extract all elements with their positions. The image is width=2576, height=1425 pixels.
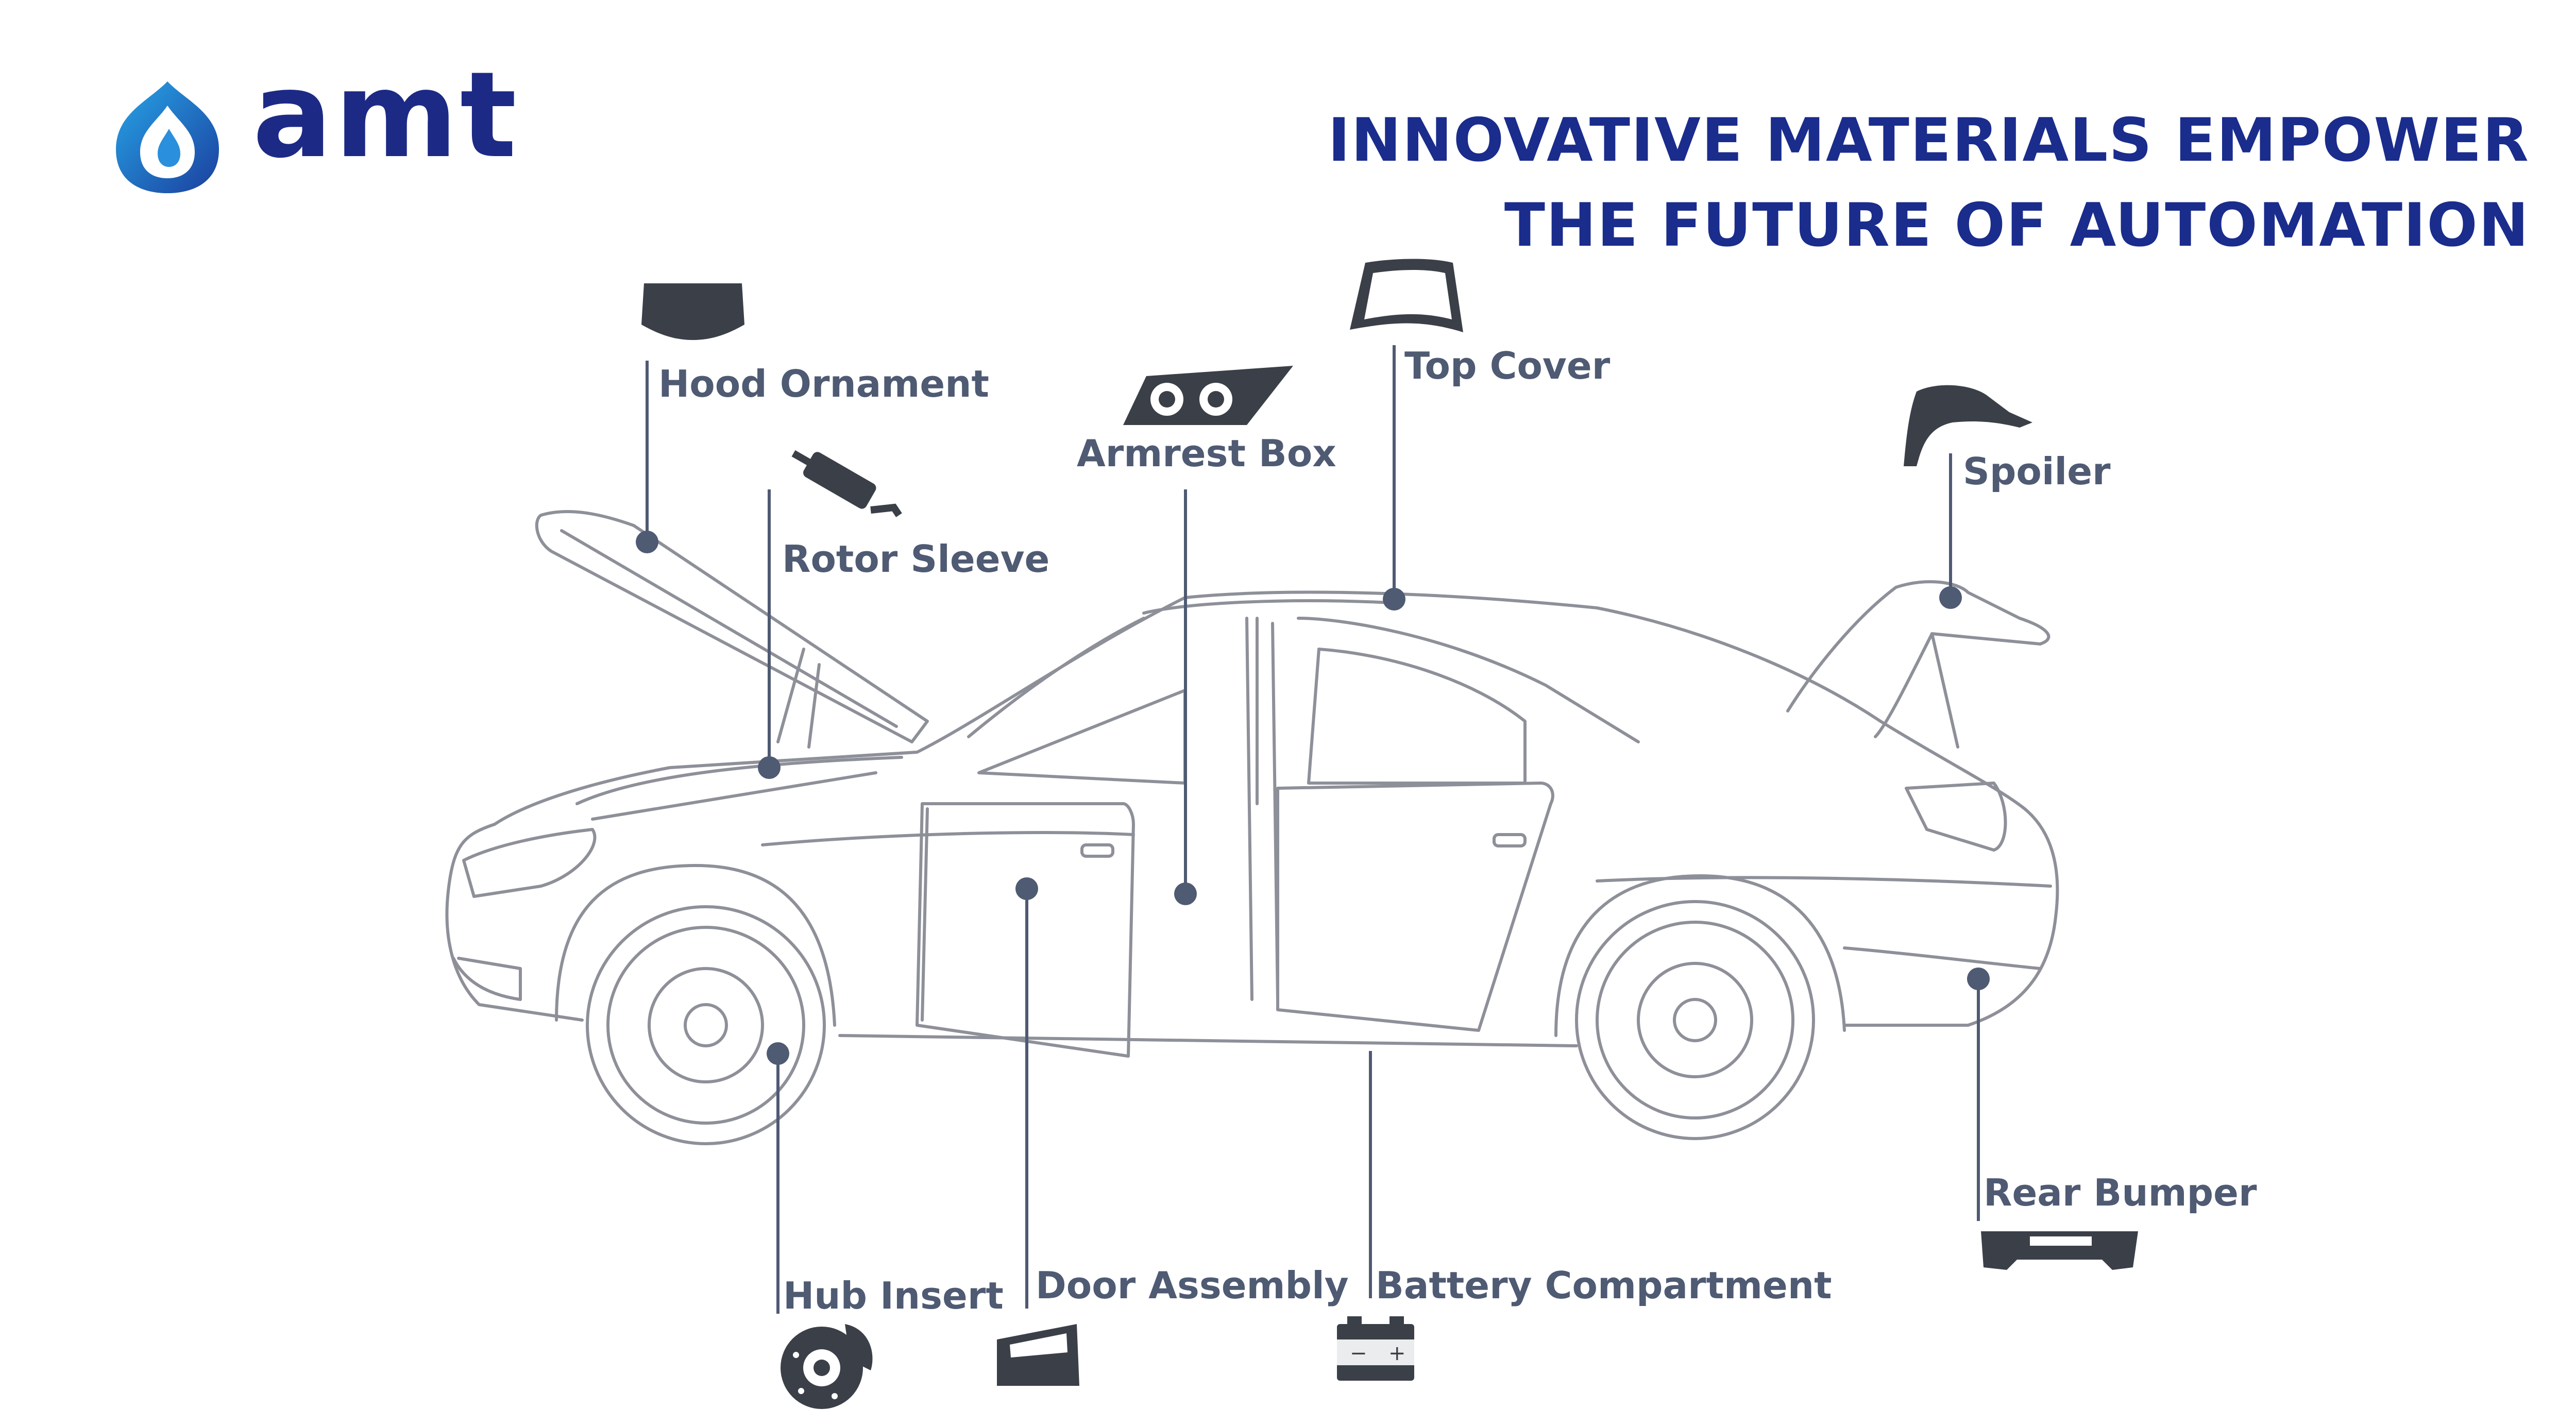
windshield-icon [1350, 259, 1463, 332]
headlight-housing-icon [1123, 366, 1293, 425]
label-hub-insert: Hub Insert [783, 1274, 1004, 1317]
svg-text:−: − [1350, 1342, 1367, 1365]
svg-text:+: + [1388, 1342, 1406, 1365]
label-armrest-box: Armrest Box [1077, 432, 1336, 475]
callout-dot-armrest-box [1174, 883, 1197, 905]
battery-icon: − + [1337, 1316, 1414, 1381]
callout-dots [636, 531, 1990, 1065]
label-top-cover: Top Cover [1404, 344, 1611, 387]
water-drop-logo-icon [116, 81, 219, 193]
callout-dot-hub-insert [767, 1042, 789, 1065]
label-spoiler: Spoiler [1963, 450, 2111, 493]
headline: INNOVATIVE MATERIALS EMPOWER THE FUTURE … [1328, 98, 2530, 268]
label-battery-compartment: Battery Compartment [1376, 1264, 1832, 1307]
headline-line-2: THE FUTURE OF AUTOMATION [1504, 191, 2530, 260]
callout-dot-rear-bumper [1967, 968, 1990, 990]
brand-logo: amt [108, 57, 517, 196]
car-illustration [445, 510, 2059, 1145]
label-hood-ornament: Hood Ornament [658, 362, 989, 405]
door-icon [997, 1324, 1079, 1386]
callout-lines [646, 345, 1980, 1314]
label-rear-bumper: Rear Bumper [1984, 1171, 2257, 1214]
brake-disc-icon [781, 1324, 873, 1409]
muffler-icon [791, 450, 902, 517]
headline-line-1: INNOVATIVE MATERIALS EMPOWER [1328, 106, 2530, 175]
label-rotor-sleeve: Rotor Sleeve [782, 537, 1049, 581]
label-door-assembly: Door Assembly [1036, 1264, 1349, 1307]
callout-dot-spoiler [1939, 586, 1962, 609]
callout-dot-hood-ornament [636, 531, 658, 553]
callout-dot-door-assembly [1015, 877, 1038, 900]
fender-icon [1904, 385, 2032, 466]
callout-dot-rotor-sleeve [758, 756, 781, 779]
brand-name: amt [252, 47, 519, 184]
hood-icon [641, 283, 744, 340]
bumper-icon [1981, 1231, 2138, 1270]
callout-dot-top-cover [1383, 588, 1405, 610]
